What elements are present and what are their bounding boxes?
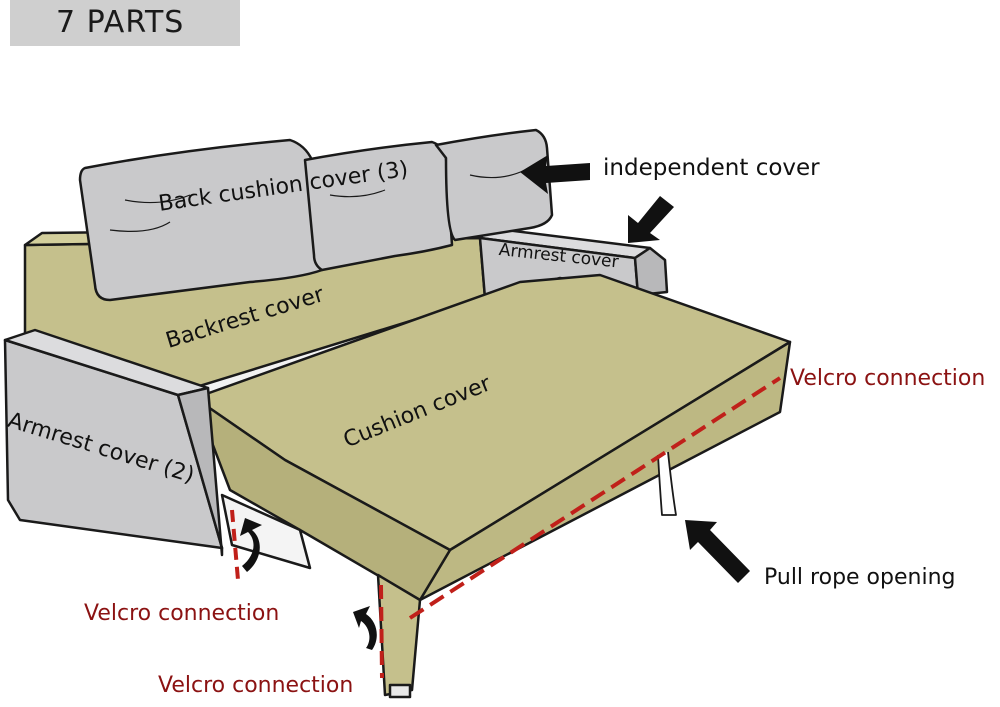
velcro-line-front (408, 376, 782, 620)
title-banner: 7 PARTS (10, 0, 240, 46)
pointer-arrow-icon (520, 155, 750, 583)
left-underframe (220, 493, 312, 570)
curved-arrow-icon (240, 518, 377, 650)
velcro-line-leg (379, 584, 384, 679)
velcro-right-label: Velcro connection (790, 366, 986, 391)
pull-rope (657, 451, 677, 516)
pull-rope-label: Pull rope opening (764, 565, 956, 590)
page-title: 7 PARTS (56, 5, 185, 40)
leg-foot (388, 683, 412, 699)
cushion-wrinkles (109, 169, 526, 232)
velcro-line-armrest (230, 509, 240, 581)
velcro-left-label: Velcro connection (84, 601, 280, 626)
velcro-bottom-label: Velcro connection (158, 673, 354, 698)
back-cushion-right (434, 128, 554, 242)
left-armrest-side (176, 386, 224, 557)
independent-cover-label: independent cover (603, 155, 820, 181)
back-cushion-left (78, 138, 324, 302)
